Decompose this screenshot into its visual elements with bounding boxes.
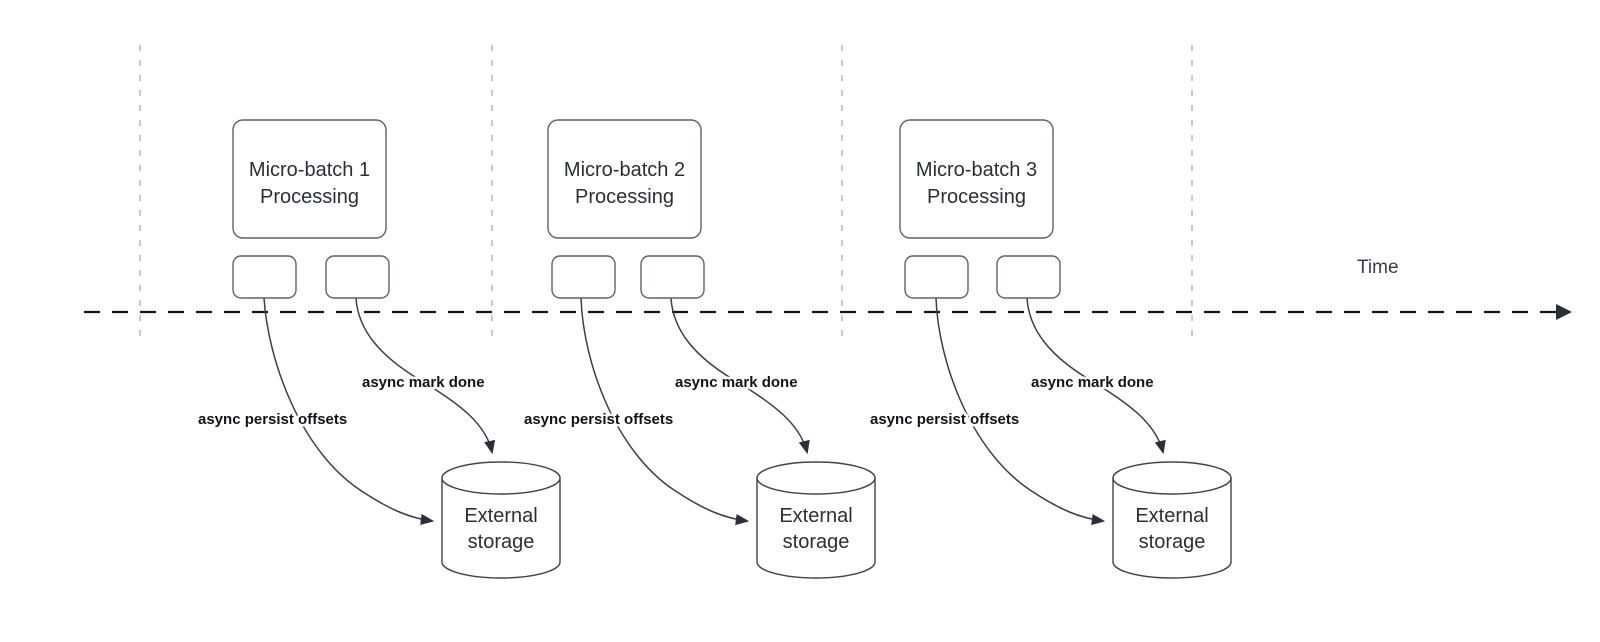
edges [580, 297, 810, 526]
task-slot-right[interactable] [325, 255, 390, 299]
microbatch-label-line1: Micro-batch 3 [916, 159, 1037, 181]
microbatch-label-line1: Micro-batch 1 [249, 159, 370, 181]
edge-async-mark-done [1026, 297, 1166, 455]
external-storage-body[interactable] [1112, 477, 1232, 579]
edges [935, 297, 1166, 526]
external-storage-top [1112, 461, 1232, 495]
edge-async-persist-offsets [263, 297, 435, 526]
microbatch-box[interactable] [547, 119, 702, 239]
microbatch-label-line1: Micro-batch 2 [564, 159, 685, 181]
task-slot-left[interactable] [551, 255, 616, 299]
external-storage-top [441, 461, 561, 495]
microbatch-box[interactable] [232, 119, 387, 239]
microbatch-label-line2: Processing [575, 186, 674, 208]
edge-label-halo-async-mark-done: async mark done [675, 374, 798, 391]
time-axis-arrowhead [1556, 304, 1572, 320]
edge-async-mark-done [670, 297, 810, 455]
edge-label-async-persist-offsets: async persist offsets [198, 411, 347, 428]
edge-label-async-mark-done: async mark done [362, 374, 485, 391]
edge-async-persist-offsets [580, 297, 750, 526]
external-storage-body[interactable] [756, 477, 876, 579]
edge-async-mark-done [355, 297, 496, 455]
edge-label-async-mark-done: async mark done [675, 374, 798, 391]
edge-label-async-persist-offsets: async persist offsets [870, 411, 1019, 428]
edges [263, 297, 496, 526]
task-slot-left[interactable] [904, 255, 969, 299]
edge-label-halo-async-persist-offsets: async persist offsets [198, 411, 347, 428]
microbatch-label-line2: Processing [927, 186, 1026, 208]
edge-label-halo-async-mark-done: async mark done [1031, 374, 1154, 391]
task-slot-right[interactable] [996, 255, 1061, 299]
external-storage-label-line1: External [779, 505, 852, 527]
external-storage-label-line2: storage [468, 531, 535, 553]
task-slot-left[interactable] [232, 255, 297, 299]
edge-label-async-mark-done: async mark done [1031, 374, 1154, 391]
edge-async-persist-offsets [935, 297, 1106, 526]
microbatch-label-line2: Processing [260, 186, 359, 208]
external-storage-top [756, 461, 876, 495]
edge-label-async-persist-offsets: async persist offsets [524, 411, 673, 428]
task-slot-right[interactable] [640, 255, 705, 299]
period-divider-group [139, 45, 1193, 342]
external-storage-label-line1: External [1135, 505, 1208, 527]
edge-label-halo-async-persist-offsets: async persist offsets [870, 411, 1019, 428]
edge-label-halo-async-persist-offsets: async persist offsets [524, 411, 673, 428]
external-storage-label-line2: storage [783, 531, 850, 553]
external-storage-label-line1: External [464, 505, 537, 527]
time-axis-group: Time [84, 257, 1572, 320]
external-storage-body[interactable] [441, 477, 561, 579]
time-axis-label: Time [1357, 257, 1399, 278]
external-storage-label-line2: storage [1139, 531, 1206, 553]
edge-label-halo-async-mark-done: async mark done [362, 374, 485, 391]
microbatch-box[interactable] [899, 119, 1054, 239]
